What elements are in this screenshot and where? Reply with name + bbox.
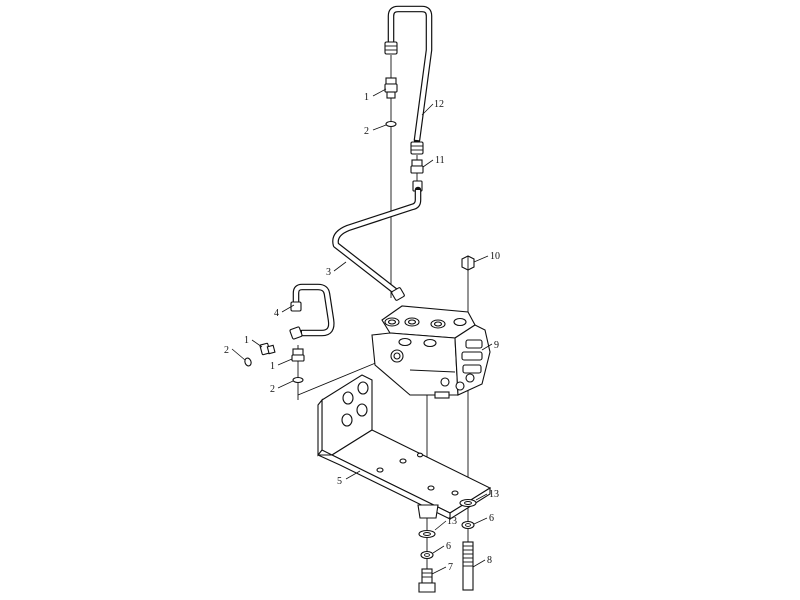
pipe-part-12 (384, 5, 433, 155)
callout-leader-lines (231, 88, 493, 575)
callout-6-left: 6 (446, 541, 451, 552)
callout-2-top: 2 (364, 126, 369, 137)
callout-5: 5 (337, 476, 342, 487)
callout-7: 7 (448, 562, 453, 573)
callout-2-left: 2 (224, 345, 229, 356)
fitting-part-1-left (259, 342, 276, 356)
callout-6-right: 6 (489, 513, 494, 524)
callout-8: 8 (487, 555, 492, 566)
washer-part-2-left (244, 357, 252, 367)
nut-part-10 (461, 255, 475, 271)
pipe-part-4 (289, 283, 335, 340)
callout-2-mid: 2 (270, 384, 275, 395)
callout-labels: 1 2 12 11 3 10 4 1 2 1 2 9 5 13 13 6 6 7… (224, 92, 500, 573)
fitting-part-1-top (384, 77, 398, 99)
stud-bolt-part-8 (462, 541, 474, 591)
washer-part-13-right (459, 498, 477, 508)
callout-10: 10 (490, 251, 500, 262)
callout-4: 4 (274, 308, 279, 319)
washer-part-13-left (418, 529, 436, 539)
lock-washer-part-6-right (461, 520, 475, 530)
mounting-bracket-part-5 (317, 374, 492, 520)
callout-1-mid: 1 (270, 361, 275, 372)
callout-1-left: 1 (244, 335, 249, 346)
callout-3: 3 (326, 267, 331, 278)
washer-part-2-top (385, 120, 397, 128)
callout-9: 9 (494, 340, 499, 351)
callout-12: 12 (434, 99, 444, 110)
callout-13-left: 13 (447, 516, 457, 527)
pipe-part-3 (332, 186, 422, 301)
callout-13-right: 13 (489, 489, 499, 500)
bolt-part-7 (418, 568, 436, 593)
washer-part-2-mid (292, 376, 304, 384)
lock-washer-part-6-left (420, 550, 434, 560)
callout-11: 11 (435, 155, 445, 166)
control-valve-part-9 (371, 305, 491, 399)
callout-1-top: 1 (364, 92, 369, 103)
fitting-part-1-mid (291, 348, 305, 362)
